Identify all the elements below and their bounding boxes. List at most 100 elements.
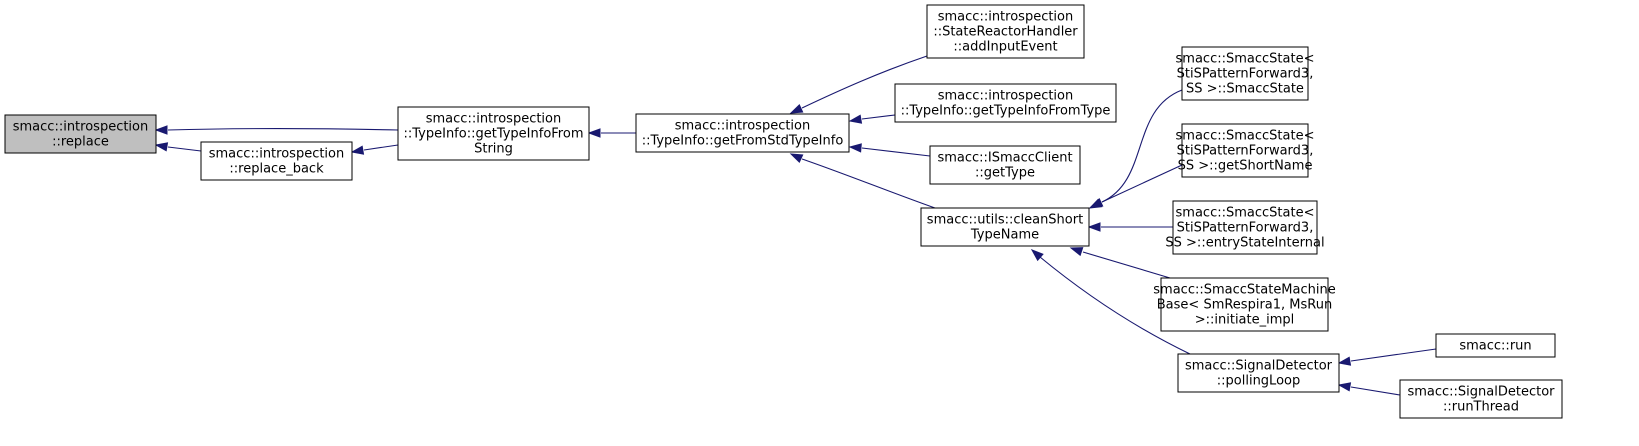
edge-entryStateInternal-to-cleanShortTypeName bbox=[1087, 222, 1173, 232]
node-label-line: smacc::SignalDetector bbox=[1407, 385, 1555, 400]
edge-arrowhead bbox=[1030, 249, 1044, 262]
node-label-line: StiSPatternForward3, bbox=[1177, 67, 1314, 82]
node-label-line: >::initiate_impl bbox=[1195, 313, 1295, 328]
node-label-line: ::pollingLoop bbox=[1217, 374, 1300, 389]
node-box[interactable] bbox=[635, 113, 850, 153]
edge-getType-to-getFromStdTypeInfo bbox=[848, 143, 931, 157]
edge-runThread-to-pollingLoop bbox=[1337, 382, 1401, 396]
node-label-line: String bbox=[474, 142, 513, 157]
edge-arrowhead bbox=[848, 143, 862, 153]
edge-getTypeInfoFromString-to-replace bbox=[154, 125, 399, 135]
edge-arrowhead bbox=[789, 153, 804, 164]
edge-line bbox=[167, 127, 399, 131]
node-label-line: ::replace bbox=[52, 135, 109, 150]
edge-line bbox=[861, 147, 931, 157]
node-box[interactable] bbox=[1399, 379, 1563, 419]
node-label-line: smacc::introspection bbox=[209, 147, 345, 162]
edge-getFromStdTypeInfo-to-getTypeInfoFromString bbox=[587, 128, 636, 138]
node-replace[interactable]: smacc::introspection::replace bbox=[4, 114, 157, 154]
node-label-line: smacc::SmaccState< bbox=[1176, 129, 1315, 144]
edges-layer bbox=[154, 55, 1437, 396]
node-box[interactable] bbox=[926, 4, 1085, 59]
edge-getTypeInfoFromString-to-replace_back bbox=[350, 144, 399, 155]
edge-line bbox=[861, 114, 896, 120]
edge-getTypeInfoFromType-to-getFromStdTypeInfo bbox=[848, 114, 896, 124]
node-label-line: smacc::SignalDetector bbox=[1185, 359, 1333, 374]
node-label-line: StiSPatternForward3, bbox=[1177, 144, 1314, 159]
edge-pollingLoop-to-cleanShortTypeName bbox=[1030, 249, 1191, 355]
node-box[interactable] bbox=[1181, 46, 1309, 101]
node-box[interactable] bbox=[1435, 333, 1556, 358]
node-box[interactable] bbox=[200, 141, 353, 181]
edge-arrowhead bbox=[1069, 247, 1084, 257]
node-label-line: smacc::SmaccStateMachine bbox=[1153, 283, 1335, 298]
edge-arrowhead bbox=[587, 128, 601, 138]
node-label-line: smacc::SmaccState< bbox=[1176, 52, 1315, 67]
node-replace_back[interactable]: smacc::introspection::replace_back bbox=[200, 141, 353, 181]
edge-line bbox=[363, 144, 399, 151]
edge-line bbox=[1039, 256, 1191, 355]
edge-arrowhead bbox=[350, 145, 365, 155]
node-label-line: smacc::utils::cleanShort bbox=[927, 213, 1083, 228]
node-entryStateInternal[interactable]: smacc::SmaccState<StiSPatternForward3,SS… bbox=[1165, 200, 1325, 255]
node-label-line: ::TypeInfo::getFromStdTypeInfo bbox=[642, 134, 844, 149]
node-label-line: StiSPatternForward3, bbox=[1177, 221, 1314, 236]
node-getFromStdTypeInfo[interactable]: smacc::introspection::TypeInfo::getFromS… bbox=[635, 113, 850, 153]
node-label-line: ::addInputEvent bbox=[953, 40, 1057, 55]
node-pollingLoop[interactable]: smacc::SignalDetector::pollingLoop bbox=[1177, 353, 1340, 393]
node-label-line: ::StateReactorHandler bbox=[933, 25, 1078, 40]
node-label-line: ::runThread bbox=[1443, 400, 1519, 415]
node-label-line: ::replace_back bbox=[229, 162, 324, 177]
edge-arrowhead bbox=[1337, 356, 1352, 366]
node-box[interactable] bbox=[894, 83, 1117, 123]
node-label-line: smacc::ISmaccClient bbox=[937, 151, 1072, 166]
node-label-line: smacc::SmaccState< bbox=[1176, 206, 1315, 221]
edge-replace_back-to-replace bbox=[154, 142, 202, 152]
node-box[interactable] bbox=[920, 207, 1090, 247]
edge-arrowhead bbox=[848, 114, 863, 124]
node-addInputEvent[interactable]: smacc::introspection::StateReactorHandle… bbox=[926, 4, 1085, 59]
node-label-line: smacc::introspection bbox=[426, 112, 562, 127]
edge-arrowhead bbox=[1087, 222, 1101, 232]
node-label-line: Base< SmRespira1, MsRun bbox=[1157, 298, 1332, 313]
node-box[interactable] bbox=[929, 145, 1081, 185]
node-run[interactable]: smacc::run bbox=[1435, 333, 1556, 358]
node-box[interactable] bbox=[1181, 123, 1309, 178]
edge-line bbox=[1350, 348, 1437, 362]
node-label-line: SS >::entryStateInternal bbox=[1165, 236, 1324, 251]
edge-line bbox=[1350, 386, 1401, 396]
node-label-line: ::getType bbox=[975, 166, 1035, 181]
edge-line bbox=[801, 55, 928, 109]
edge-line bbox=[1101, 164, 1183, 203]
edge-run-to-pollingLoop bbox=[1337, 348, 1437, 366]
node-getTypeInfoFromType[interactable]: smacc::introspection::TypeInfo::getTypeI… bbox=[894, 83, 1117, 123]
edge-cleanShortTypeName-to-getFromStdTypeInfo bbox=[789, 153, 936, 209]
edge-arrowhead bbox=[1089, 197, 1104, 208]
node-getShortName[interactable]: smacc::SmaccState<StiSPatternForward3,SS… bbox=[1176, 123, 1315, 178]
node-label-line: ::TypeInfo::getTypeInfoFromType bbox=[901, 104, 1111, 119]
edge-line bbox=[167, 146, 202, 152]
node-label-line: SS >::SmaccState bbox=[1186, 82, 1304, 97]
node-SmaccState[interactable]: smacc::SmaccState<StiSPatternForward3,SS… bbox=[1176, 46, 1315, 101]
node-label-line: smacc::introspection bbox=[938, 10, 1074, 25]
node-box[interactable] bbox=[4, 114, 157, 154]
node-box[interactable] bbox=[1177, 353, 1340, 393]
node-label-line: smacc::introspection bbox=[13, 120, 149, 135]
node-label-line: ::TypeInfo::getTypeInfoFrom bbox=[403, 127, 583, 142]
edge-initiate_impl-to-cleanShortTypeName bbox=[1069, 247, 1171, 279]
node-label-line: TypeName bbox=[970, 228, 1039, 243]
node-box[interactable] bbox=[1160, 277, 1329, 332]
edge-addInputEvent-to-getFromStdTypeInfo bbox=[789, 55, 928, 114]
node-box[interactable] bbox=[1172, 200, 1318, 255]
edge-arrowhead bbox=[154, 142, 169, 152]
node-runThread[interactable]: smacc::SignalDetector::runThread bbox=[1399, 379, 1563, 419]
node-box[interactable] bbox=[397, 106, 590, 161]
node-getTypeInfoFromString[interactable]: smacc::introspection::TypeInfo::getTypeI… bbox=[397, 106, 590, 161]
edge-line bbox=[1082, 251, 1171, 279]
edge-line bbox=[1101, 89, 1183, 203]
edge-getShortName-to-cleanShortTypeName bbox=[1089, 164, 1183, 208]
node-getType[interactable]: smacc::ISmaccClient::getType bbox=[929, 145, 1081, 185]
